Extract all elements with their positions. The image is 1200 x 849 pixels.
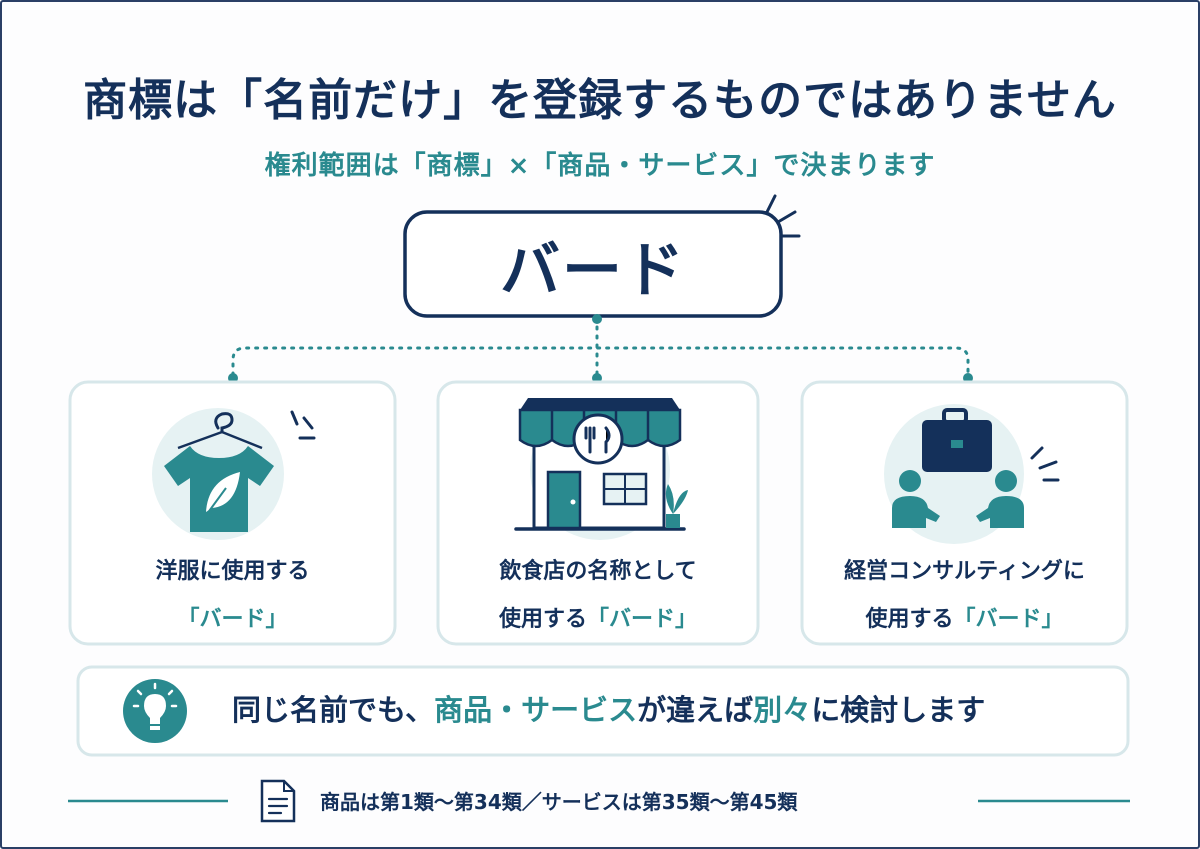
tip-part3: が違えば (637, 693, 754, 727)
tip-part2: 商品・サービス (434, 693, 638, 727)
brand-sparkle-icon (765, 194, 801, 238)
card-restaurant-brand: 「バード」 (587, 607, 698, 632)
business-consulting-icon (884, 404, 1060, 544)
card-consulting-brand: 「バード」 (953, 607, 1064, 632)
card-clothing-brand: 「バード」 (177, 607, 288, 632)
restaurant-storefront-icon (514, 398, 688, 540)
tip-box (76, 665, 1130, 757)
tip-part5: に検討します (811, 693, 986, 727)
tip-part1: 同じ名前でも、 (232, 693, 435, 727)
brand-name: バード (500, 236, 686, 306)
card-restaurant-line1: 飲食店の名称として (499, 559, 697, 584)
card-consulting-label: 経営コンサルティングに 使用する「バード」 (802, 548, 1127, 644)
page-subtitle: 権利範囲は「商標」×「商品・サービス」で決まります (264, 151, 936, 181)
card-restaurant-label: 飲食店の名称として 使用する「バード」 (438, 548, 758, 644)
card-clothing-line1: 洋服に使用する (155, 559, 310, 584)
card-clothing-label: 洋服に使用する 「バード」 (70, 548, 395, 644)
footer-classes-note: 商品は第1類～第34類／サービスは第35類～第45類 (320, 790, 798, 814)
document-icon (260, 779, 296, 823)
card-consulting-line2-prefix: 使用する (865, 607, 954, 632)
tshirt-hanger-icon (152, 408, 316, 540)
card-restaurant-line2-prefix: 使用する (498, 607, 587, 632)
tip-message: 同じ名前でも、商品・サービスが違えば別々に検討します (232, 688, 1092, 732)
page-title: 商標は「名前だけ」を登録するものではありません (83, 75, 1117, 126)
lightbulb-icon (123, 679, 187, 743)
card-consulting-line1: 経営コンサルティングに (844, 559, 1085, 584)
connector-lines (231, 316, 970, 377)
tip-part4: 別々 (753, 693, 812, 727)
